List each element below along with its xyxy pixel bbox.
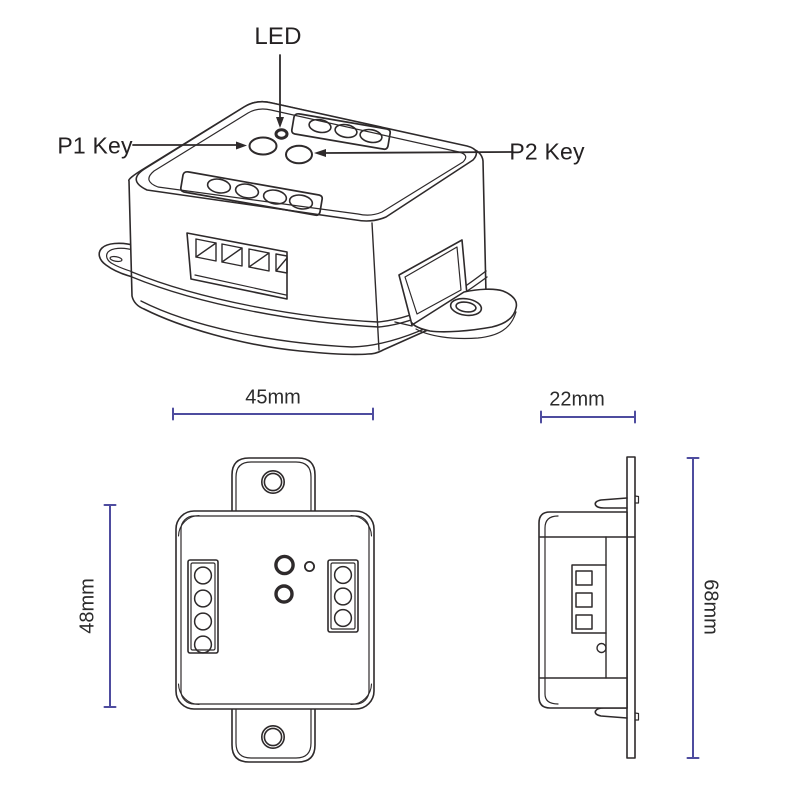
front-terminal-block-4pin-inner	[190, 562, 216, 651]
dimension-height-side	[686, 457, 700, 759]
side-body	[538, 511, 628, 709]
front-top-tab-hole-inner	[263, 472, 283, 492]
device-top-face-inner	[148, 108, 467, 216]
p2-arrow-line	[325, 151, 514, 154]
front-corner-arc	[350, 683, 373, 706]
terminal-hole	[333, 608, 353, 628]
dimension-height-front	[103, 504, 117, 708]
side-depth-dimension-label: 22mm	[549, 388, 605, 411]
side-connector-pin	[575, 570, 593, 586]
side-connector-pin	[575, 614, 593, 630]
side-body-inner	[544, 515, 559, 705]
terminal-slot-screw	[195, 242, 217, 258]
terminal-hole	[193, 589, 213, 608]
led-arrow-head	[276, 117, 284, 128]
front-p2-key-button	[274, 584, 294, 604]
front-top-tab-inner	[235, 461, 312, 512]
terminal-hole	[308, 118, 332, 134]
dimension-depth-side	[540, 410, 636, 424]
p2-key-label: P2 Key	[509, 138, 585, 165]
terminal-slot	[195, 238, 217, 262]
front-view	[175, 457, 375, 763]
front-bottom-tab-inner	[235, 708, 312, 759]
left-mounting-tab-edge	[106, 247, 134, 273]
right-tab-hole	[449, 297, 483, 317]
terminal-hole	[359, 128, 383, 144]
terminal-hole	[333, 565, 353, 585]
side-bottom-ear	[594, 707, 628, 719]
front-body	[175, 510, 375, 710]
terminal-slot	[248, 248, 270, 272]
terminal-block-4pin	[179, 170, 324, 217]
side-connector	[571, 564, 607, 634]
terminal-hole	[262, 189, 288, 205]
front-right-edge	[371, 222, 380, 351]
terminal-recess	[186, 232, 288, 300]
p1-key-label: P1 Key	[57, 132, 133, 159]
p2-key-button	[285, 144, 313, 165]
dimension-width-front	[172, 407, 374, 421]
p2-arrow	[314, 149, 514, 157]
front-terminal-block-3pin-inner	[330, 562, 356, 630]
right-tab-thickness	[415, 311, 517, 340]
right-tab-wall-inner	[404, 246, 462, 315]
terminal-hole	[288, 194, 314, 210]
front-terminal-block-3pin	[327, 559, 359, 633]
side-top-ear	[594, 497, 628, 509]
terminal-slot-screw	[221, 247, 243, 263]
side-screw-hole	[596, 642, 607, 654]
p2-arrow-head	[314, 149, 326, 157]
front-bottom-tab-hole	[260, 724, 285, 749]
right-mounting-tab	[411, 288, 518, 333]
terminal-slot	[275, 253, 288, 274]
right-tab-body-join	[394, 321, 413, 327]
p1-key-button	[248, 136, 278, 156]
front-top-tab-hole	[260, 469, 285, 494]
terminal-recess-floor	[194, 274, 287, 296]
led-arrow	[276, 54, 284, 128]
led-label: LED	[254, 23, 302, 50]
side-plate-notch-bottom	[634, 712, 640, 721]
left-mounting-tab	[98, 242, 134, 278]
front-bottom-tab	[231, 708, 316, 763]
terminal-hole	[193, 635, 213, 654]
front-bottom-tab-hole-inner	[263, 727, 283, 747]
terminal-slot	[221, 243, 243, 267]
terminal-slot-screw	[275, 257, 288, 272]
front-body-inner	[180, 515, 370, 705]
front-width-dimension-label: 45mm	[245, 386, 301, 409]
front-p1-key-button	[274, 554, 295, 576]
p1-arrow-head	[236, 141, 247, 150]
terminal-hole	[206, 178, 232, 194]
left-tab-hole	[109, 255, 123, 263]
terminal-hole	[193, 566, 213, 585]
side-plate-notch-top	[634, 495, 640, 504]
terminal-hole	[334, 123, 358, 139]
front-corner-arc	[177, 683, 200, 706]
right-tab-hole-inner	[455, 301, 477, 313]
side-back-plate	[626, 456, 636, 759]
front-led-indicator	[303, 561, 315, 573]
led-indicator	[274, 128, 289, 140]
side-connector-pin	[575, 592, 593, 608]
terminal-hole	[234, 183, 260, 199]
front-corner-arc	[177, 514, 200, 537]
side-view	[538, 456, 640, 759]
terminal-block-3pin	[290, 112, 392, 151]
terminal-slot-screw	[248, 252, 270, 268]
p1-arrow	[132, 141, 247, 150]
terminal-hole	[333, 587, 353, 606]
side-height-dimension-label: 68mm	[699, 579, 722, 635]
front-corner-arc	[350, 514, 373, 537]
front-height-dimension-label: 48mm	[76, 578, 99, 634]
front-top-tab	[231, 457, 316, 512]
perspective-view	[98, 54, 518, 356]
terminal-hole	[193, 612, 213, 631]
